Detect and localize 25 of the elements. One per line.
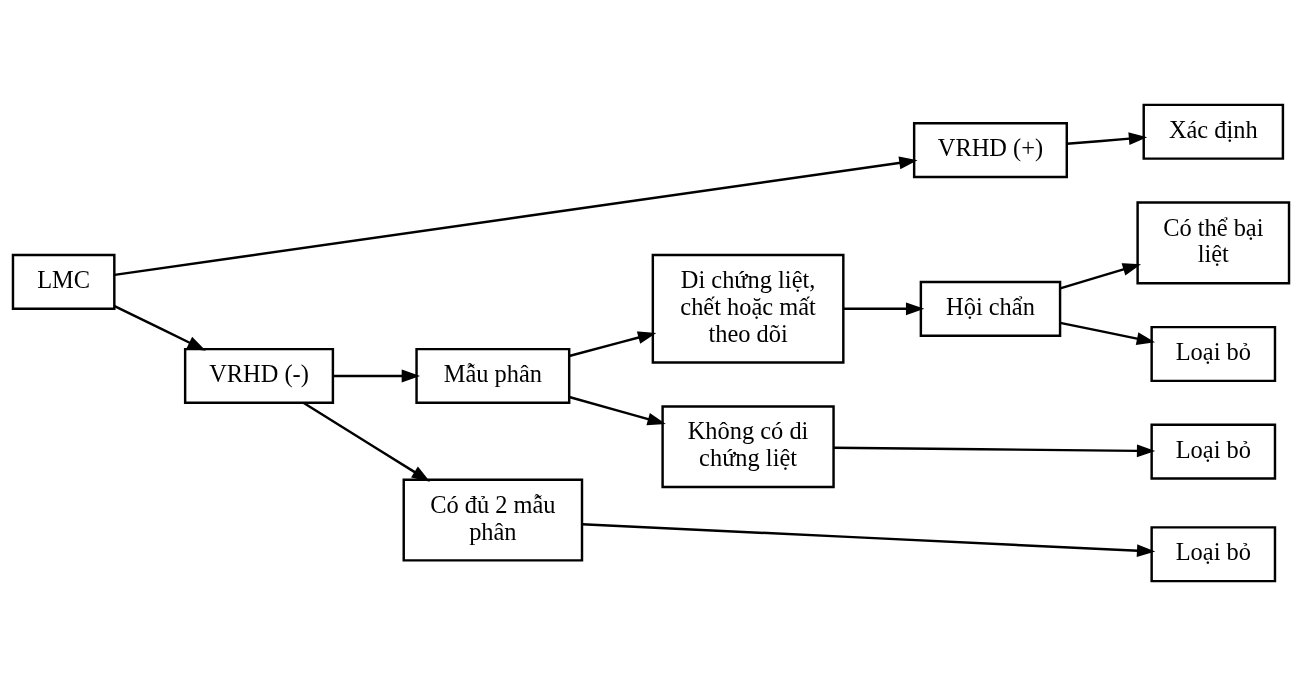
node-box: Mẫu phân [415, 347, 571, 405]
arrow [582, 523, 1156, 558]
arrow [1059, 321, 1156, 345]
arrow [568, 331, 657, 358]
arrow [843, 302, 925, 316]
node-box: VRHD (+) [912, 122, 1068, 179]
node-box: Có đủ 2 mẫu phân [402, 478, 584, 562]
node-box: LMC [11, 253, 116, 311]
arrow [1059, 263, 1142, 290]
node-box: Loại bỏ [1150, 423, 1277, 480]
node-box: Di chứng liệt, chết hoặc mất theo dõi [651, 253, 845, 364]
node-box: Xác định [1142, 103, 1285, 160]
node-box: Hội chẩn [919, 280, 1062, 337]
node-box: Loại bỏ [1150, 526, 1277, 583]
arrow [114, 156, 918, 277]
arrow [303, 402, 430, 482]
arrow [1066, 132, 1148, 146]
arrow [568, 395, 666, 426]
node-box: Loại bỏ [1150, 325, 1277, 383]
node-box: Có thể bại liệt [1136, 201, 1291, 285]
arrow [333, 369, 421, 383]
arrow [114, 305, 206, 351]
arrow [833, 444, 1156, 458]
node-box: VRHD (-) [183, 347, 335, 405]
node-box: Không có di chứng liệt [661, 405, 835, 489]
